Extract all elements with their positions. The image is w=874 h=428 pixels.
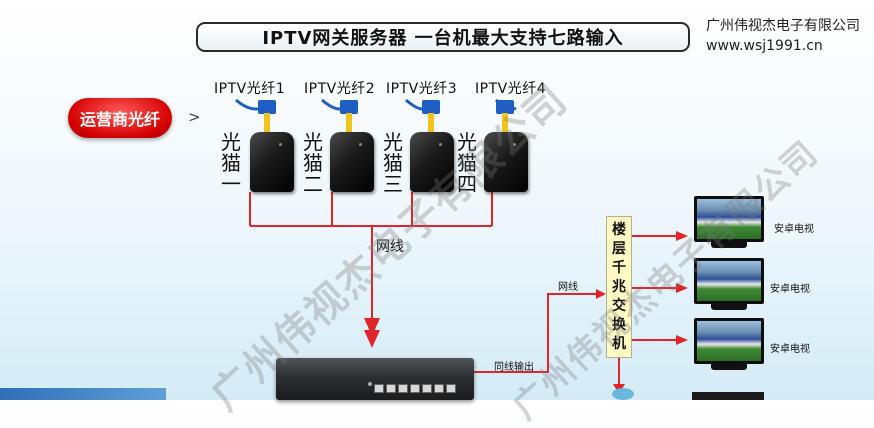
fiber-label-3: IPTV光纤3 [386, 81, 458, 97]
tv-unit-1 [694, 196, 764, 248]
tv-label-1: 安卓电视 [774, 224, 814, 235]
arrow-right-icon [596, 289, 606, 299]
device-bar [0, 388, 166, 400]
tv-icon [694, 196, 764, 242]
arrow-down-icon [364, 330, 380, 348]
company-info: 广州伟视杰电子有限公司 www.wsj1991.cn [706, 16, 860, 56]
modem-label-3: 光猫三 [383, 130, 403, 196]
tv-icon [694, 318, 764, 364]
arrow-right-icon [676, 335, 688, 345]
fiber-label-1: IPTV光纤1 [214, 81, 286, 97]
tv-unit-3 [694, 318, 764, 370]
modem-label-1: 光猫一 [221, 130, 241, 196]
server-output-link [474, 293, 596, 373]
company-name: 广州伟视杰电子有限公司 [706, 18, 860, 34]
network-cable-small-label: 网线 [558, 282, 578, 293]
tv-label-3: 安卓电视 [770, 344, 810, 355]
tv-label-2: 安卓电视 [770, 284, 810, 295]
floor-gigabit-switch: 楼层千兆交换机 [606, 216, 632, 358]
fiber-label-4: IPTV光纤4 [475, 81, 547, 97]
fiber-label-2: IPTV光纤2 [304, 81, 376, 97]
tv-icon [692, 392, 764, 400]
coax-output-label: 同线输出 [494, 362, 534, 373]
optical-modem-icon [484, 132, 528, 192]
optical-modem-icon [410, 132, 454, 192]
company-website: www.wsj1991.cn [706, 38, 823, 54]
operator-fiber-badge: 运营商光纤 [68, 98, 172, 138]
arrow-right-icon [676, 283, 688, 293]
tv-icon [694, 258, 764, 304]
chevron-right-icon: > [188, 108, 201, 126]
modem-label-4: 光猫四 [457, 130, 477, 196]
iptv-gateway-server [276, 358, 474, 400]
switch-tv-links [618, 235, 676, 384]
arrow-right-icon [676, 231, 688, 241]
arrow-down-icon [364, 318, 380, 336]
network-cable-bus [249, 192, 493, 318]
modem-label-2: 光猫二 [303, 130, 323, 196]
router-icon [612, 388, 634, 400]
switch-label: 楼层千兆交换机 [612, 221, 626, 352]
tv-unit-2 [694, 258, 764, 310]
optical-modem-icon [330, 132, 374, 192]
diagram-title: IPTV网关服务器 一台机最大支持七路输入 [196, 22, 690, 52]
optical-modem-icon [250, 132, 294, 192]
network-cable-label: 网线 [376, 239, 404, 255]
